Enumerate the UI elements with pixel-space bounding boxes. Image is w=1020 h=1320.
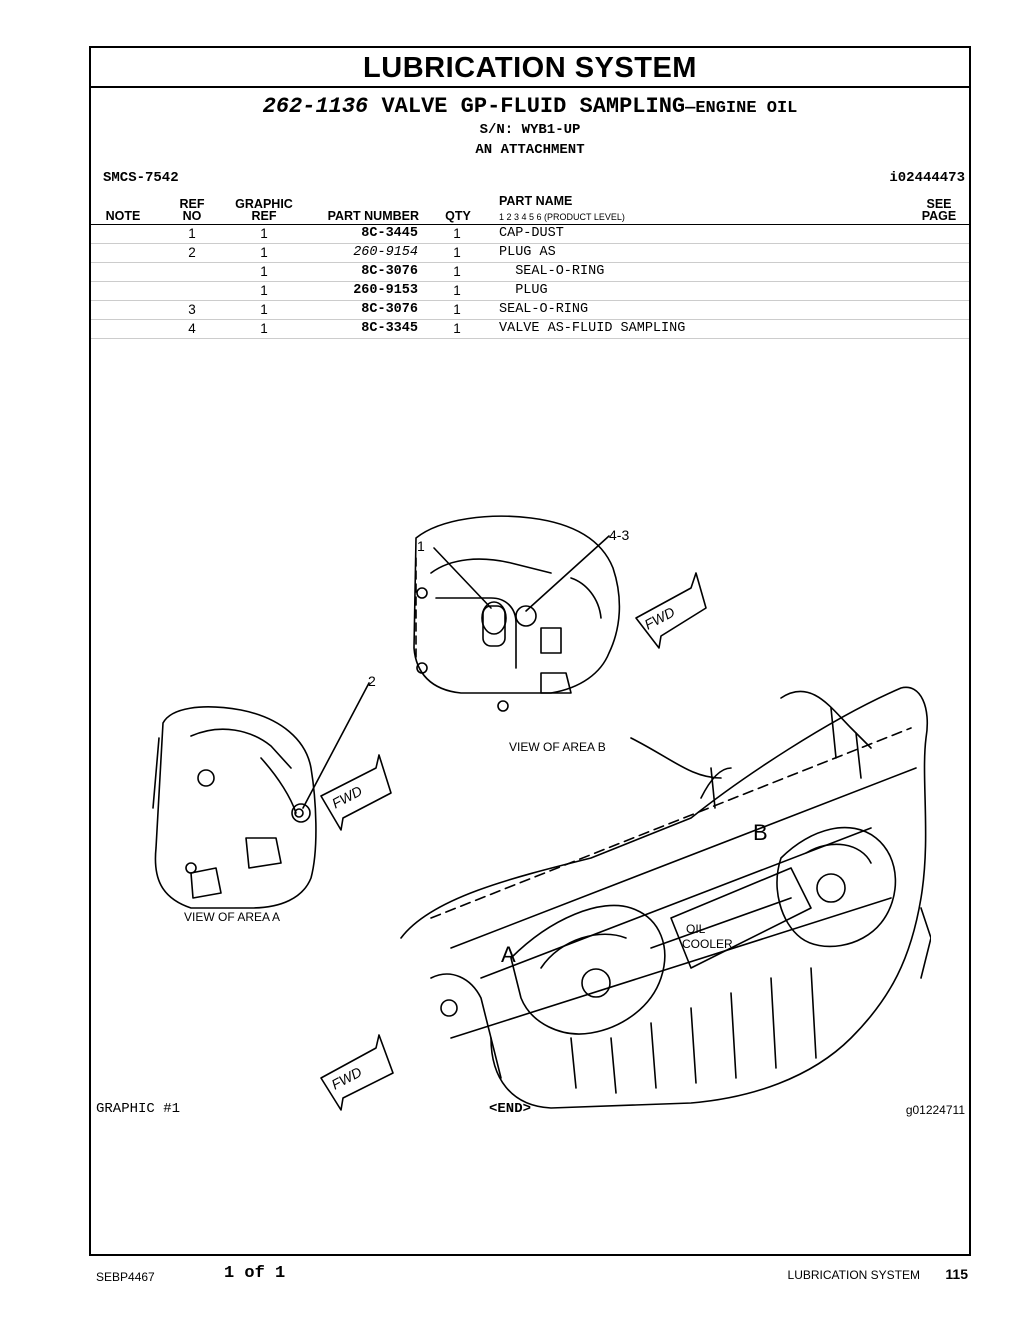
ref-no: 2 [188, 245, 196, 260]
group-name: VALVE GP-FLUID SAMPLING [381, 94, 686, 119]
parts-table-body: 1 1 8C-3445 1 CAP-DUST 2 1 260-9154 1 PL… [91, 225, 969, 339]
fwd-label-a: FWD [329, 782, 365, 811]
parts-table-header: NOTE REF NO GRAPHIC REF PART NUMBER QTY … [91, 194, 969, 225]
fwd-arrow-a [320, 754, 392, 831]
part-number: 8C-3076 [361, 302, 418, 317]
col-part-number: PART NUMBER [327, 209, 419, 223]
col-note: NOTE [105, 209, 141, 223]
part-number: 8C-3345 [361, 321, 418, 336]
area-b-marker: B [753, 820, 768, 845]
serial-number: S/N: WYB1-UP [479, 122, 581, 138]
engine-assembly [400, 686, 931, 1109]
quantity: 1 [453, 264, 461, 279]
part-name: SEAL-O-RING [499, 264, 605, 279]
part-name: CAP-DUST [499, 226, 564, 241]
col-graphic-bottom: REF [251, 209, 277, 223]
part-name: PLUG [499, 283, 548, 298]
part-name: VALVE AS-FLUID SAMPLING [499, 321, 686, 336]
group-heading: 262-1136 VALVE GP-FLUID SAMPLING—ENGINE … [91, 94, 969, 119]
col-graphic-top: GRAPHIC [235, 197, 293, 211]
callout-4-3: 4-3 [609, 527, 629, 543]
part-number: 260-9154 [353, 245, 418, 260]
fwd-label-main: FWD [329, 1064, 365, 1093]
view-a-detail [152, 682, 370, 909]
quantity: 1 [453, 321, 461, 336]
graphic-label: GRAPHIC #1 [96, 1101, 181, 1117]
part-number: 8C-3076 [361, 264, 418, 279]
part-number: 8C-3445 [361, 226, 418, 241]
document-id: SEBP4467 [96, 1270, 155, 1284]
col-ref-bottom: NO [182, 209, 202, 223]
graphic-ref: 1 [260, 283, 268, 298]
table-row: 2 1 260-9154 1 PLUG AS [91, 244, 969, 263]
col-qty: QTY [445, 209, 471, 223]
ref-no: 1 [188, 226, 196, 241]
view-b-caption: VIEW OF AREA B [509, 740, 606, 754]
cooler-label: COOLER [682, 937, 733, 951]
table-row: 1 1 8C-3445 1 CAP-DUST [91, 225, 969, 244]
end-marker: <END> [489, 1101, 532, 1117]
graphic-ref: 1 [260, 264, 268, 279]
table-row: 3 1 8C-3076 1 SEAL-O-RING [91, 301, 969, 320]
area-a-marker: A [501, 942, 516, 967]
graphic-id: g01224711 [905, 1103, 965, 1117]
table-row: 1 8C-3076 1 SEAL-O-RING [91, 263, 969, 282]
ref-no: 3 [188, 302, 196, 317]
callout-1: 1 [417, 538, 425, 554]
graphic-ref: 1 [260, 226, 268, 241]
col-see-bottom: PAGE [921, 209, 957, 223]
page-of: 1 of 1 [224, 1264, 286, 1283]
quantity: 1 [453, 226, 461, 241]
col-part-name: PART NAME [499, 194, 573, 208]
table-row: 1 260-9153 1 PLUG [91, 282, 969, 301]
fwd-arrow-main [320, 1034, 394, 1111]
fwd-arrow-b [635, 572, 707, 649]
part-number: 260-9153 [353, 283, 418, 298]
parts-illustration: 1 4-3 2 FWD FWD FWD VIEW OF AREA B VIEW … [152, 515, 931, 1111]
page-number: 115 [945, 1266, 968, 1282]
footer-section: LUBRICATION SYSTEM [787, 1268, 920, 1282]
quantity: 1 [453, 283, 461, 298]
graphic-ref: 1 [260, 302, 268, 317]
oil-label: OIL [686, 922, 706, 936]
col-ref-top: REF [179, 197, 205, 211]
graphic-ref: 1 [260, 245, 268, 260]
callout-2: 2 [368, 673, 376, 689]
group-suffix: —ENGINE OIL [685, 99, 798, 118]
group-part-number: 262-1136 [262, 94, 369, 119]
part-name: SEAL-O-RING [499, 302, 589, 317]
view-a-caption: VIEW OF AREA A [184, 910, 280, 924]
ref-no: 4 [188, 321, 196, 336]
smcs-code: SMCS-7542 [103, 170, 179, 186]
col-see-top: SEE [926, 197, 952, 211]
part-name: PLUG AS [499, 245, 556, 260]
view-b-detail [413, 515, 621, 712]
quantity: 1 [453, 302, 461, 317]
table-row: 4 1 8C-3345 1 VALVE AS-FLUID SAMPLING [91, 320, 969, 339]
col-product-levels: 1 2 3 4 5 6 (PRODUCT LEVEL) [499, 212, 625, 222]
attachment-label: AN ATTACHMENT [475, 142, 585, 158]
info-reference: i02444473 [889, 170, 965, 186]
quantity: 1 [453, 245, 461, 260]
section-title: LUBRICATION SYSTEM [91, 48, 969, 88]
page-frame: LUBRICATION SYSTEM 262-1136 VALVE GP-FLU… [89, 46, 971, 1256]
graphic-ref: 1 [260, 321, 268, 336]
